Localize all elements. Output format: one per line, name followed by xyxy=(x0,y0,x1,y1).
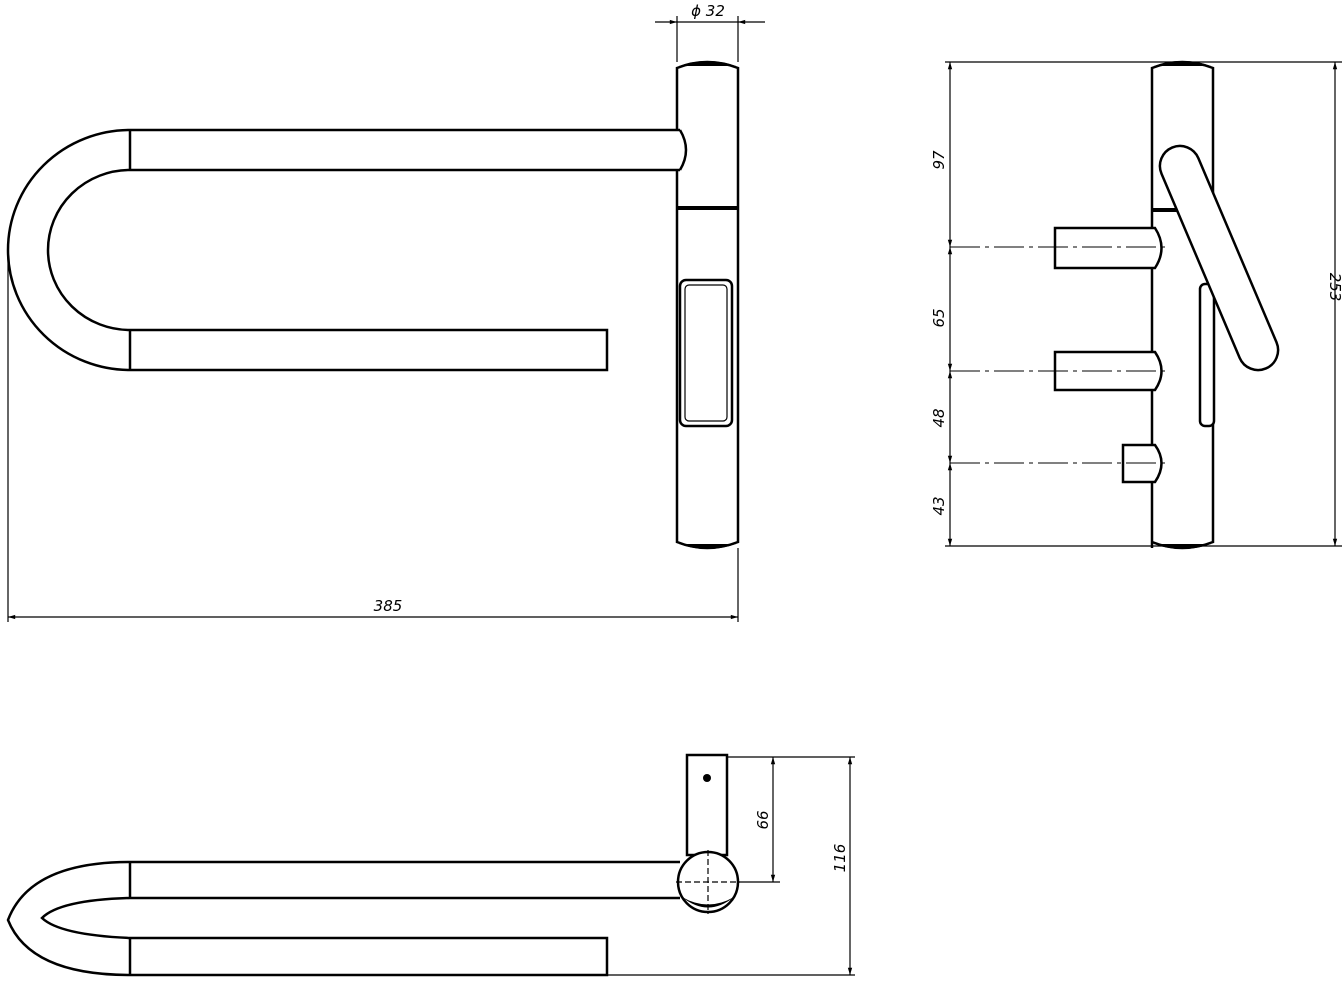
front-view: 385 ϕ 32 xyxy=(6,2,765,622)
dim-66: 66 xyxy=(754,810,772,829)
dim-97: 97 xyxy=(930,150,948,170)
upper-mount xyxy=(1053,226,1163,270)
side-slot xyxy=(1198,282,1216,428)
diameter-label: ϕ 32 xyxy=(691,2,725,20)
post xyxy=(675,60,740,550)
width-label: 385 xyxy=(374,597,403,615)
dim-116: 116 xyxy=(831,844,849,873)
side-view: 97 65 48 43 253 xyxy=(930,60,1344,550)
dimension-diameter: ϕ 32 xyxy=(655,2,765,62)
dim-43: 43 xyxy=(930,496,948,515)
dim-253: 253 xyxy=(1326,273,1344,302)
tube-joint xyxy=(678,129,688,171)
dim-48: 48 xyxy=(930,408,948,427)
dimension-385: 385 xyxy=(7,250,739,622)
dim-65: 65 xyxy=(930,308,948,327)
post-window xyxy=(678,278,734,428)
handle xyxy=(1158,144,1280,372)
u-tube-outer xyxy=(6,128,680,372)
mount-plate xyxy=(685,753,729,857)
screw-hole xyxy=(703,774,711,782)
u-tube-top xyxy=(6,860,680,977)
top-view: 66 116 xyxy=(6,753,855,977)
vertical-dimension-chain: 97 65 48 43 xyxy=(930,61,953,546)
